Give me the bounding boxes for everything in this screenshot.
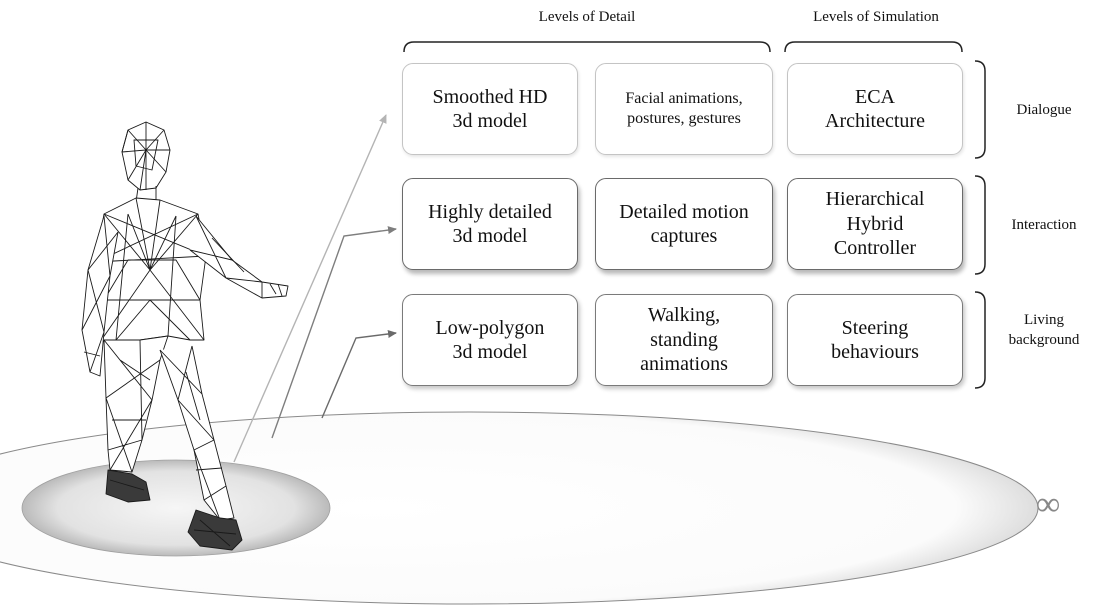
dialogue-simulation-box: ECA Architecture [787,63,963,155]
living-background-label: Living background [1008,312,1080,348]
dialogue-animation-box: Facial animations, postures, gestures [595,63,773,155]
dialogue-model-box: Smoothed HD 3d model [402,63,578,155]
interaction-label: Interaction [1011,217,1077,233]
interaction-bracket [974,175,986,275]
living-background-simulation-box: Steering behaviours [787,294,963,386]
detail-bracket [403,41,771,53]
arrow-to-living-model [321,330,397,419]
interaction-simulation-box: Hierarchical Hybrid Controller [787,178,963,270]
living-background-animation-box: Walking, standing animations [595,294,773,386]
living-background-bracket [974,291,986,389]
outer-zone-ellipse [0,411,1039,605]
levels-of-simulation-header: Levels of Simulation [813,9,939,25]
wireframe-human-figure [81,121,289,551]
simulation-bracket [784,41,963,53]
dialogue-bracket [974,60,986,159]
arrow-to-dialogue-model [233,114,387,463]
interaction-model-box: Highly detailed 3d model [402,178,578,270]
interaction-animation-box: Detailed motion captures [595,178,773,270]
living-background-model-box: Low-polygon 3d model [402,294,578,386]
levels-of-detail-header: Levels of Detail [538,9,636,25]
arrow-to-interaction-model [271,226,397,439]
inner-zone-ellipse [21,459,331,557]
infinity-symbol: ∞ [1036,486,1061,523]
dialogue-label: Dialogue [1016,102,1072,118]
